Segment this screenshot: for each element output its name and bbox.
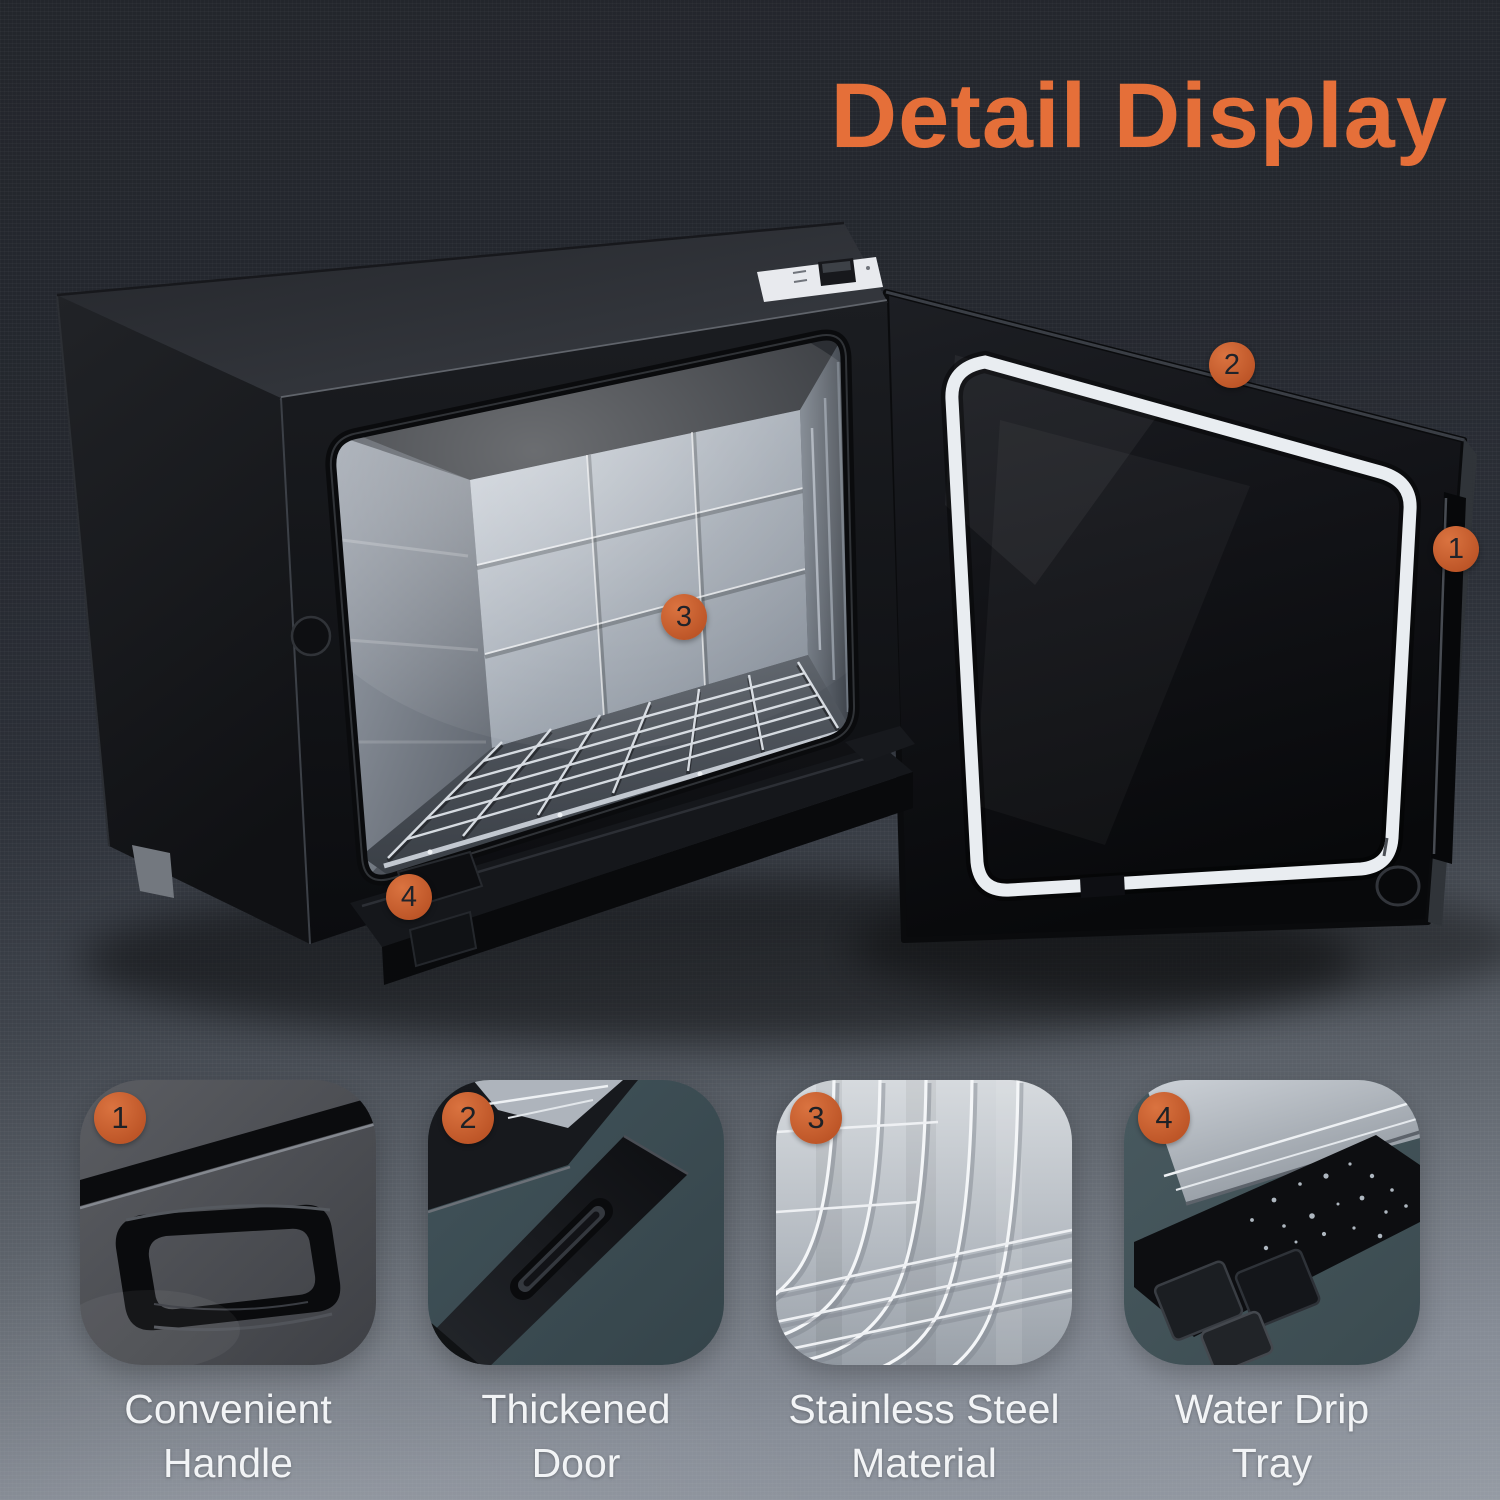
door-thumb-recess [1375, 865, 1421, 907]
caption-line: Door [531, 1440, 621, 1486]
photo-marker-4: 4 [386, 874, 432, 920]
caption-line: Stainless Steel [788, 1386, 1060, 1432]
photo-marker-3: 3 [661, 594, 707, 640]
feature-caption-steel: Stainless Steel Material [750, 1382, 1098, 1490]
feature-caption-handle: Convenient Handle [54, 1382, 402, 1490]
cabinet-left-panel [57, 295, 310, 944]
door-gasket [940, 350, 1422, 902]
power-switch[interactable] [757, 257, 883, 302]
feature-number-4: 4 [1138, 1092, 1190, 1144]
caption-line: Handle [163, 1440, 293, 1486]
caption-line: Material [851, 1440, 997, 1486]
feature-caption-tray: Water Drip Tray [1098, 1382, 1446, 1490]
caption-line: Tray [1231, 1440, 1313, 1486]
caption-line: Water Drip [1174, 1386, 1370, 1432]
page-title: Detail Display [830, 65, 1448, 167]
feature-caption-door: Thickened Door [402, 1382, 750, 1490]
gasket-gap [1080, 875, 1125, 898]
drip-tray [350, 726, 915, 985]
cabinet-top-panel [57, 223, 887, 398]
feature-number-3: 3 [790, 1092, 842, 1144]
open-door [883, 289, 1477, 943]
hinge-pin-detail [290, 615, 332, 657]
feature-number-1: 1 [94, 1092, 146, 1144]
photo-marker-2: 2 [1209, 342, 1255, 388]
caption-line: Thickened [481, 1386, 671, 1432]
caption-line: Convenient [124, 1386, 332, 1432]
photo-marker-1: 1 [1433, 526, 1479, 572]
feature-number-2: 2 [442, 1092, 494, 1144]
cabinet-foot [132, 845, 174, 898]
cabinet-body [56, 221, 901, 945]
